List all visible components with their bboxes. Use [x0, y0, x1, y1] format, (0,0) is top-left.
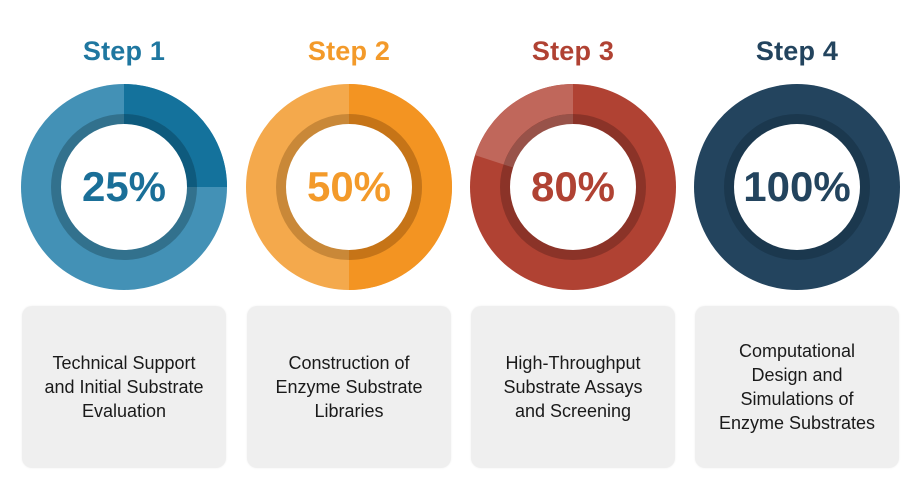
donut-chart-graphic	[470, 84, 676, 290]
step-title: Step 2	[307, 36, 391, 66]
step-description-card: Construction of Enzyme Substrate Librari…	[247, 306, 451, 468]
step-3: Step 3 80% High-Throughput Substrate Ass…	[461, 0, 685, 487]
percent-label: 80%	[530, 163, 616, 210]
step-title: Step 1	[82, 36, 166, 66]
step-title: Step 4	[755, 36, 839, 66]
percent-label: 50%	[306, 163, 392, 210]
step-description-card: High-Throughput Substrate Assays and Scr…	[471, 306, 675, 468]
step-description: High-Throughput Substrate Assays and Scr…	[503, 353, 643, 421]
donut-chart-graphic	[246, 84, 452, 290]
donut-chart-graphic	[694, 84, 900, 290]
percent-label: 100%	[743, 163, 851, 210]
progress-donut	[694, 84, 900, 290]
step-description-card: Computational Design and Simulations of …	[695, 306, 899, 468]
donut-chart-graphic	[21, 84, 227, 290]
progress-donut	[246, 84, 452, 290]
step-description: Construction of Enzyme Substrate Librari…	[275, 353, 423, 421]
step-1: Step 1 25% Technical Support and Initial…	[12, 0, 236, 487]
step-2: Step 2 50% Construction of Enzyme Substr…	[237, 0, 461, 487]
step-title: Step 3	[531, 36, 615, 66]
step-description: Computational Design and Simulations of …	[718, 341, 876, 433]
step-4: Step 4 100% Computational Design and Sim…	[685, 0, 909, 487]
step-description-card: Technical Support and Initial Substrate …	[22, 306, 226, 468]
step-description: Technical Support and Initial Substrate …	[44, 353, 204, 421]
progress-donut	[470, 84, 676, 290]
percent-label: 25%	[81, 163, 167, 210]
progress-donut	[21, 84, 227, 290]
